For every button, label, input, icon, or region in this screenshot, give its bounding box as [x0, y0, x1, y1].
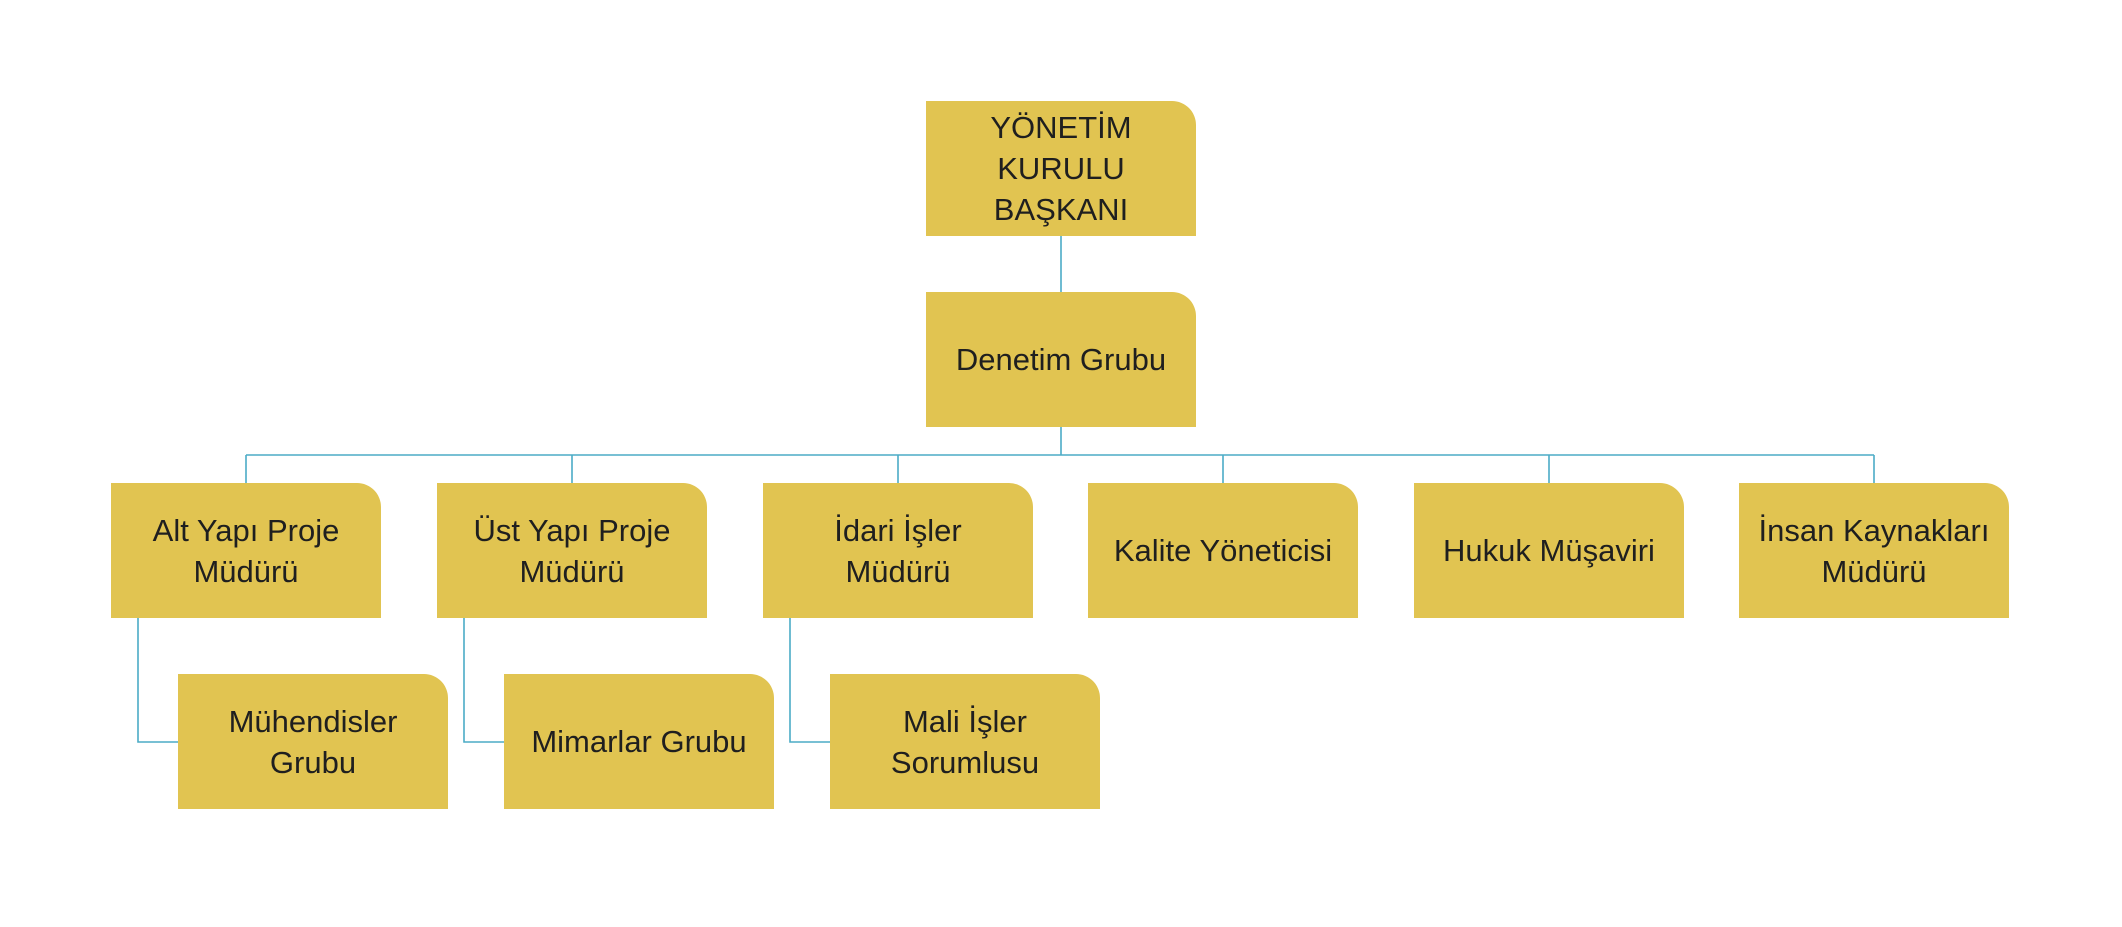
node-kalite-yoneticisi: Kalite Yöneticisi [1088, 483, 1358, 618]
node-label: Kalite Yöneticisi [1113, 533, 1333, 568]
node-alt-yapi-proje-muduru: Alt Yapı Proje Müdürü [111, 483, 381, 618]
node-denetim-grubu: Denetim Grubu [926, 292, 1196, 427]
node-muhendisler-grubu: Mühendisler Grubu [178, 674, 448, 809]
node-label: Mali İşler Sorumlusu [890, 703, 1040, 780]
node-label: YÖNETİM KURULU BAŞKANI [990, 110, 1132, 227]
node-label: Üst Yapı Proje Müdürü [473, 512, 671, 589]
connector-idari-mali [789, 618, 830, 743]
node-idari-isler-muduru: İdari İşler Müdürü [763, 483, 1033, 618]
node-label: İdari İşler Müdürü [834, 512, 962, 589]
connector-alt-muhendisler [137, 618, 178, 743]
node-mali-isler-sorumlusu: Mali İşler Sorumlusu [830, 674, 1100, 809]
node-yonetim-kurulu-baskani: YÖNETİM KURULU BAŞKANI [926, 101, 1196, 236]
node-label: Mühendisler Grubu [228, 703, 398, 780]
node-hukuk-musaviri: Hukuk Müşaviri [1414, 483, 1684, 618]
connector-ust-mimarlar [463, 618, 504, 743]
node-ust-yapi-proje-muduru: Üst Yapı Proje Müdürü [437, 483, 707, 618]
node-label: Alt Yapı Proje Müdürü [152, 512, 340, 589]
node-label: Denetim Grubu [955, 342, 1167, 377]
node-mimarlar-grubu: Mimarlar Grubu [504, 674, 774, 809]
node-insan-kaynaklari-muduru: İnsan Kaynakları Müdürü [1739, 483, 2009, 618]
node-label: Mimarlar Grubu [531, 724, 747, 759]
node-label: İnsan Kaynakları Müdürü [1758, 512, 1990, 589]
node-label: Hukuk Müşaviri [1443, 533, 1655, 568]
